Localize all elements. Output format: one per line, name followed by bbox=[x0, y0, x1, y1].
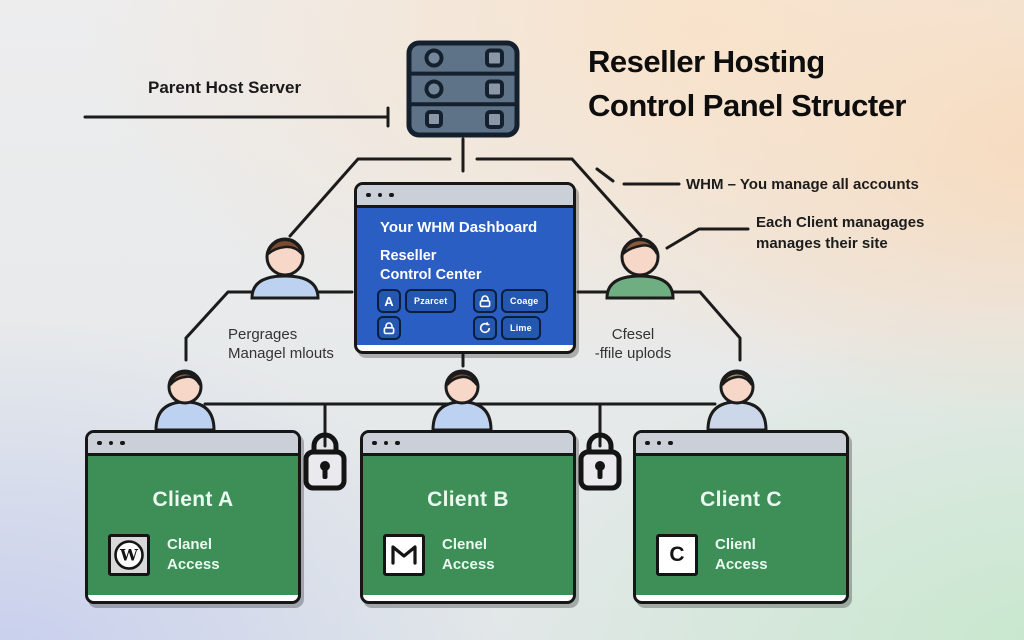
parent-button: Pzarcet bbox=[405, 289, 457, 313]
client-c-access-label: Clienl Access bbox=[715, 536, 768, 573]
client-a-window: Client A W Clanel Access bbox=[85, 430, 301, 604]
lock-icon-right bbox=[578, 432, 622, 491]
client-b-window: Client B Clenel Access bbox=[360, 430, 576, 604]
whm-subheading-line1: Reseller bbox=[380, 248, 437, 264]
window-dot bbox=[668, 440, 673, 446]
window-dot bbox=[120, 440, 125, 446]
server-icon bbox=[406, 40, 520, 138]
rotate-arrow-icon bbox=[473, 316, 497, 340]
client-b-titlebar bbox=[363, 433, 573, 456]
branch-right-line bbox=[475, 157, 643, 238]
whm-heading: Your WHM Dashboard bbox=[380, 219, 538, 236]
client-a-name: Client A bbox=[152, 488, 234, 511]
window-dot bbox=[372, 440, 377, 446]
lock-icon bbox=[473, 289, 497, 313]
window-dot bbox=[97, 440, 102, 446]
whm-button-group-1: A Pzarcet bbox=[377, 289, 457, 313]
letter-c-icon: C bbox=[656, 534, 698, 576]
client-b-body: Client B Clenel Access bbox=[363, 456, 573, 595]
reseller-right-avatar bbox=[605, 237, 675, 300]
parent-host-pointer-line bbox=[83, 106, 390, 128]
window-dot bbox=[366, 192, 371, 198]
right-annotation-line1: Cfesel bbox=[611, 326, 655, 343]
left-annotation: Pergrages Managel mlouts bbox=[228, 325, 334, 363]
client-a-avatar bbox=[154, 369, 216, 432]
window-dot bbox=[389, 192, 394, 198]
lock-icon-left bbox=[303, 432, 347, 491]
right-annotation: Cfesel -ffile uplods bbox=[578, 325, 688, 363]
client-a-access-row: W Clanel Access bbox=[108, 534, 220, 576]
client-note-pointer-line bbox=[665, 227, 750, 250]
whm-button-group-2: Coage bbox=[473, 289, 548, 313]
left-annotation-line1: Pergrages bbox=[228, 326, 298, 343]
whm-annotation: WHM – You manage all accounts bbox=[686, 176, 919, 193]
left-annotation-line2: Managel mlouts bbox=[228, 345, 334, 362]
whm-subheading: Reseller Control Center bbox=[380, 247, 482, 284]
lock-icon bbox=[377, 316, 401, 340]
client-a-body: Client A W Clanel Access bbox=[88, 456, 298, 595]
client-annotation: Each Client managages manages their site bbox=[756, 212, 924, 254]
client-b-name: Client B bbox=[427, 488, 509, 511]
svg-text:W: W bbox=[119, 546, 139, 565]
page-title-line1: Reseller Hosting bbox=[588, 44, 825, 79]
whm-window-body: Your WHM Dashboard Reseller Control Cent… bbox=[357, 208, 573, 345]
client-c-name: Client C bbox=[700, 488, 782, 511]
page-title: Reseller Hosting Control Panel Structer bbox=[588, 40, 907, 128]
connector-lines bbox=[83, 106, 750, 448]
client-c-titlebar bbox=[636, 433, 846, 456]
letter-a-icon: A bbox=[377, 289, 401, 313]
mail-icon bbox=[383, 534, 425, 576]
whm-titlebar bbox=[357, 185, 573, 208]
reseller-left-avatar bbox=[250, 237, 320, 300]
client-annotation-line2: manages their site bbox=[756, 235, 888, 252]
window-dot bbox=[395, 440, 400, 446]
client-b-avatar bbox=[431, 369, 493, 432]
client-b-access-row: Clenel Access bbox=[383, 534, 495, 576]
client-b-access-label: Clenel Access bbox=[442, 536, 495, 573]
client-annotation-line1: Each Client managages bbox=[756, 214, 925, 231]
page-title-line2: Control Panel Structer bbox=[588, 88, 907, 123]
window-dot bbox=[108, 440, 113, 446]
client-a-titlebar bbox=[88, 433, 298, 456]
window-dot bbox=[645, 440, 650, 446]
client-c-body: Client C C Clienl Access bbox=[636, 456, 846, 595]
client-c-window: Client C C Clienl Access bbox=[633, 430, 849, 604]
client-c-avatar bbox=[706, 369, 768, 432]
window-dot bbox=[656, 440, 661, 446]
lock-drop-lines bbox=[323, 402, 602, 448]
whm-button-group-3 bbox=[377, 316, 401, 340]
whm-note-pointer-line bbox=[595, 167, 681, 186]
branch-left-line bbox=[288, 157, 452, 238]
window-dot bbox=[377, 192, 382, 198]
whm-button-group-4: Lime bbox=[473, 316, 541, 340]
wordpress-icon: W bbox=[108, 534, 150, 576]
coage-button: Coage bbox=[501, 289, 548, 313]
parent-host-server-label: Parent Host Server bbox=[148, 78, 302, 97]
right-annotation-line2: -ffile uplods bbox=[594, 345, 672, 362]
whm-subheading-line2: Control Center bbox=[380, 266, 482, 283]
client-a-access-label: Clanel Access bbox=[167, 536, 220, 573]
lime-button: Lime bbox=[501, 316, 541, 340]
whm-dashboard-window: Your WHM Dashboard Reseller Control Cent… bbox=[354, 182, 576, 354]
client-c-access-row: C Clienl Access bbox=[656, 534, 768, 576]
window-dot bbox=[383, 440, 388, 446]
